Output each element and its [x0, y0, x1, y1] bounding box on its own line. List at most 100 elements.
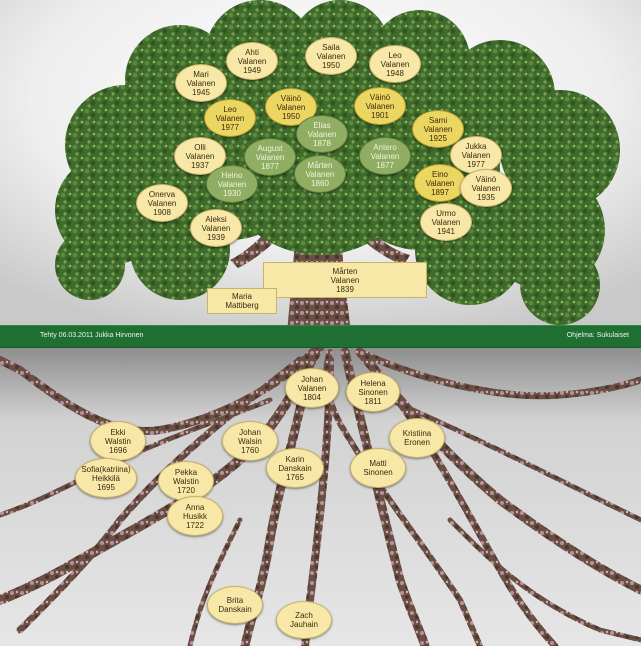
person-node-line: Valanen [380, 59, 410, 69]
person-node-line: 1935 [477, 192, 495, 202]
person-node-line: Valanen [237, 56, 267, 66]
person-node-line: Heikkilä [91, 473, 120, 483]
person-node-line: 1939 [207, 232, 225, 242]
person-node-line: 1877 [376, 160, 394, 170]
program-info: Ohjelma: Sukulaiset [566, 332, 629, 339]
person-node-line: 1941 [437, 226, 455, 236]
person-node-line: 1804 [303, 392, 321, 402]
person-node-line: Valanen [147, 198, 177, 208]
person-node-line: Valanen [316, 51, 346, 61]
person-node-line: Sinonen [358, 387, 388, 397]
person-node-line: Husikk [182, 511, 207, 521]
person-node-line: 1925 [429, 133, 447, 143]
person-node-line: Valanen [365, 101, 395, 111]
person-node-line: Onerva [148, 189, 176, 199]
person-node-line: Valanen [305, 169, 335, 179]
person-node-line: 1977 [221, 122, 239, 132]
person-node-line: Valanen [370, 151, 400, 161]
person-node-line: 1696 [109, 445, 127, 455]
person-node-line: Valanen [461, 150, 491, 160]
person-node-line: Antero [373, 142, 397, 152]
person-node-line: Danskain [218, 605, 252, 614]
person-node-line: Väinö [369, 92, 391, 102]
person-node-line: Sofia(katriina) [81, 464, 131, 474]
person-node-line: Johan [239, 427, 261, 437]
person-node-line: 1877 [261, 161, 279, 171]
person-node-line: Valanen [423, 124, 453, 134]
person-node-line: Mari [193, 69, 209, 79]
person-node-line: Karin [285, 454, 305, 464]
person-node-line: Valanen [185, 151, 215, 161]
person-node-line: 1720 [177, 485, 195, 495]
person-node-line: Valanen [217, 179, 247, 189]
person-node-line: Anna [185, 502, 205, 512]
person-node-line: Olli [194, 142, 206, 152]
person-node-line: Eino [431, 169, 448, 179]
person-node-line: Väinö [280, 93, 302, 103]
person-node-line: Urmo [436, 208, 456, 218]
person-node-line: 1811 [364, 396, 382, 406]
person-node-line: Pekka [174, 467, 198, 477]
person-node-line: 1860 [311, 178, 329, 188]
person-node-line: Kristiina [402, 429, 432, 438]
person-node-line: Valanen [425, 178, 455, 188]
person-node-line: 1950 [322, 60, 340, 70]
person-node-line: Valanen [215, 113, 245, 123]
person-box-line: Mårten [332, 266, 358, 276]
person-node-line: Walsin [238, 436, 262, 446]
person-node-line: Leo [223, 104, 237, 114]
person-node-line: Valanen [307, 129, 337, 139]
person-node-line: 1950 [282, 111, 300, 121]
person-node-line: 1930 [223, 188, 241, 198]
person-node-line: Valanen [201, 223, 231, 233]
person-node-line: Danskain [278, 463, 312, 473]
person-node-line: Valanen [276, 102, 306, 112]
person-node-line: Valanen [186, 78, 216, 88]
creation-info: Tehty 06.03.2011 Jukka Hirvonen [40, 332, 144, 339]
person-node-line: Zach [295, 611, 313, 620]
person-node-line: Saila [322, 42, 340, 52]
person-node-line: Aleksi [205, 214, 227, 224]
person-node-line: Valanen [431, 217, 461, 227]
person-box-line: Maria [231, 292, 252, 301]
person-box-line: 1839 [336, 284, 354, 294]
person-node-line: August [257, 143, 283, 153]
person-node-line: Elias [313, 120, 331, 130]
person-node-line: Valanen [255, 152, 285, 162]
person-node-line: 1949 [243, 65, 261, 75]
person-node-line: Eronen [404, 438, 430, 447]
person-node-line: Mårten [307, 160, 333, 170]
